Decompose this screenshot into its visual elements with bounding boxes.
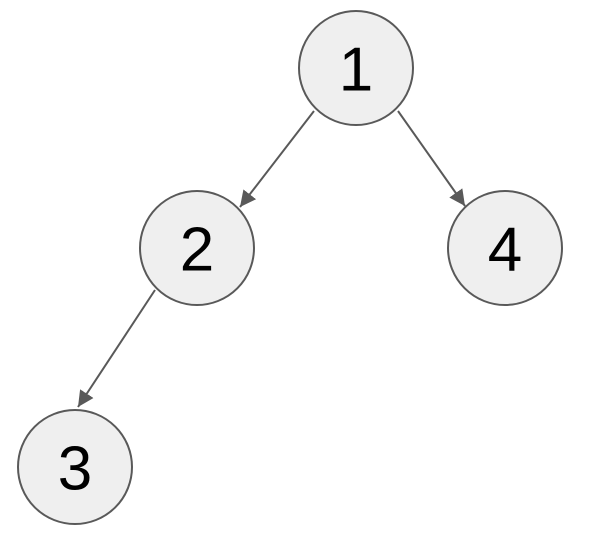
node-1-circle	[298, 10, 414, 126]
edge-2-to-3	[77, 289, 156, 408]
node-3-label: 3	[58, 435, 92, 504]
edge-1-to-2	[239, 110, 315, 208]
node-4-label: 4	[488, 216, 522, 285]
node-4: 4	[447, 190, 563, 306]
node-3: 3	[17, 409, 133, 525]
edge-1-to-4	[397, 110, 466, 207]
node-1: 1	[298, 10, 414, 126]
node-2: 2	[139, 190, 255, 306]
node-2-circle	[139, 190, 255, 306]
node-2-label: 2	[180, 216, 214, 285]
node-3-circle	[17, 409, 133, 525]
node-4-circle	[447, 190, 563, 306]
node-1-label: 1	[339, 36, 373, 105]
